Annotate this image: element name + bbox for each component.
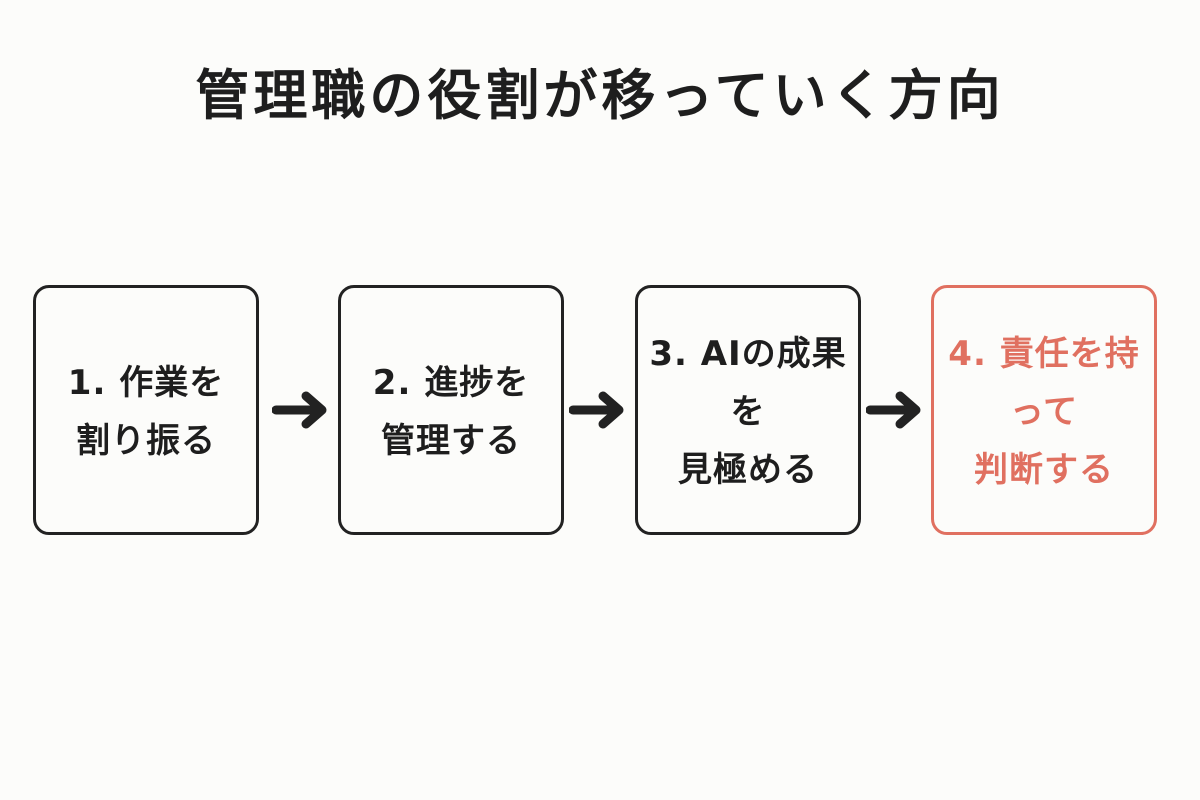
step-label-3: 3. AIの成果を 見極める bbox=[649, 334, 847, 490]
step-box-1: 1. 作業を 割り振る bbox=[33, 285, 259, 535]
step-box-2: 2. 進捗を 管理する bbox=[338, 285, 564, 535]
step-label-1: 1. 作業を 割り振る bbox=[67, 363, 225, 461]
arrow-right-icon bbox=[272, 388, 332, 432]
arrow-right-icon bbox=[866, 388, 926, 432]
page-title: 管理職の役割が移っていく方向 bbox=[195, 64, 1005, 127]
arrow-right-icon bbox=[569, 388, 629, 432]
step-label-4: 4. 責任を持って 判断する bbox=[948, 334, 1140, 490]
step-box-4-highlighted: 4. 責任を持って 判断する bbox=[931, 285, 1157, 535]
step-box-3: 3. AIの成果を 見極める bbox=[635, 285, 861, 535]
step-label-2: 2. 進捗を 管理する bbox=[372, 363, 530, 461]
